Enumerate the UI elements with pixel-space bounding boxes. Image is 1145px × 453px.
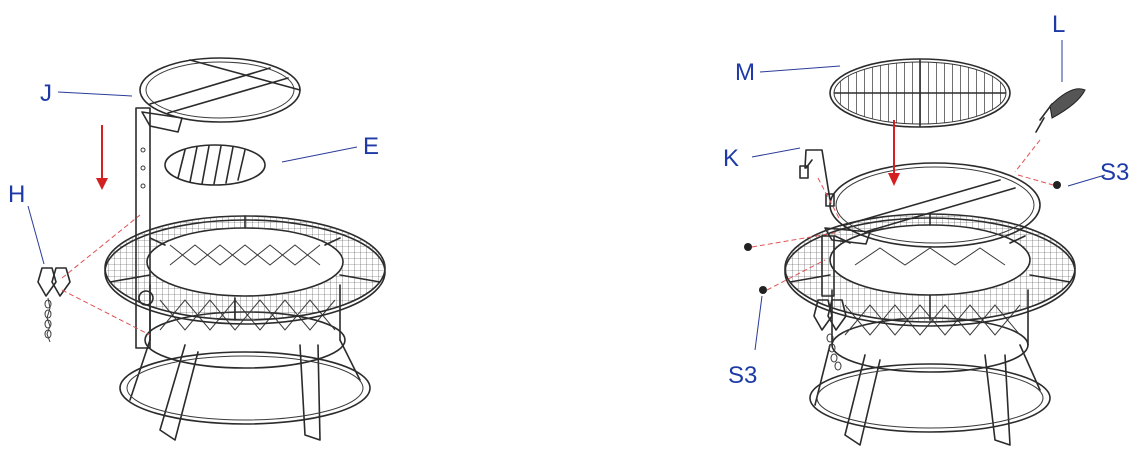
part-h-chain — [37, 267, 71, 343]
guide-line — [1017, 174, 1054, 186]
fire-pit-right — [784, 162, 1076, 446]
leader-j — [57, 91, 133, 97]
leader-h — [27, 205, 45, 265]
part-e-log-grate — [164, 144, 266, 186]
leader-k — [751, 147, 801, 158]
label-e: E — [363, 133, 379, 160]
part-l-handle — [1035, 88, 1086, 133]
label-m: M — [735, 59, 755, 86]
guide-line — [61, 289, 151, 336]
left-assembly: J E H — [8, 57, 386, 441]
down-arrow-left — [96, 125, 108, 190]
label-l: L — [1052, 11, 1065, 38]
inner-x-pattern-right — [854, 247, 1006, 266]
chain-right — [813, 299, 847, 371]
label-h: H — [8, 181, 25, 208]
label-k: K — [723, 145, 739, 172]
label-j: J — [40, 80, 52, 107]
part-j-swing-grate — [135, 57, 301, 349]
inner-x-pattern-left — [169, 244, 321, 266]
label-s3-bottom: S3 — [728, 362, 757, 389]
guide-line — [766, 259, 826, 291]
leader-e — [281, 146, 358, 163]
right-assembly: M L K S3 S3 — [723, 11, 1129, 446]
guide-line — [61, 214, 141, 279]
down-arrow-right — [888, 120, 900, 186]
part-k-lifter — [799, 149, 835, 207]
leader-s3-top — [1067, 174, 1106, 187]
part-m-cooking-grate — [829, 58, 1011, 128]
guide-line — [751, 231, 841, 248]
label-s3-top: S3 — [1100, 159, 1129, 186]
leader-m — [759, 65, 841, 73]
fire-pit-left — [104, 215, 386, 441]
s3-knob — [744, 181, 1061, 294]
leader-s3-bottom — [754, 295, 763, 351]
guide-line — [1014, 139, 1041, 173]
